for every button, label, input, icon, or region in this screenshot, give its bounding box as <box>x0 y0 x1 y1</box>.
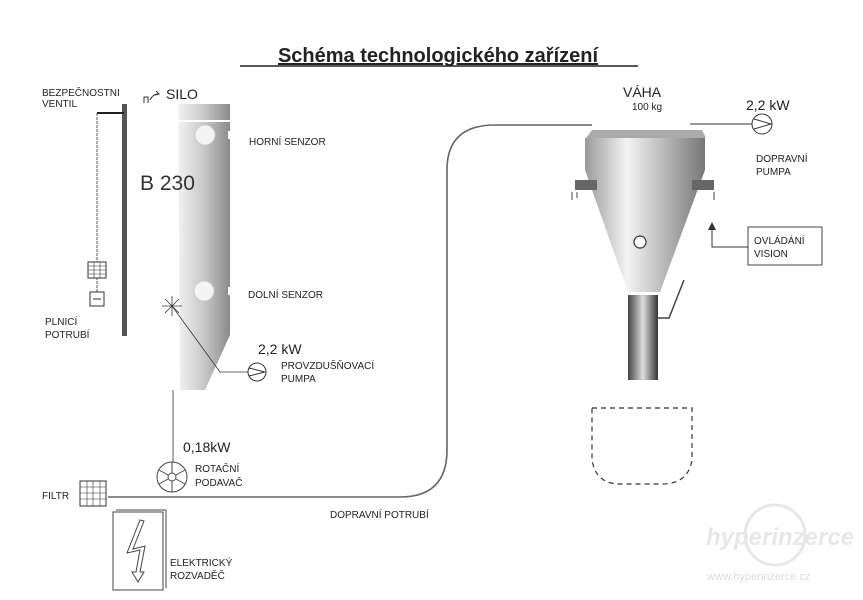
transport-pump-power: 2,2 kW <box>746 97 790 113</box>
control-box <box>747 226 823 266</box>
rotary-feeder-label-2: PODAVAČ <box>195 476 242 489</box>
fill-pipe-label-2: POTRUBÍ <box>45 328 90 341</box>
filter-icon <box>79 480 107 507</box>
rotary-feeder-power: 0,18kW <box>183 439 231 455</box>
svg-text:hyperinzerce: hyperinzerce <box>706 524 854 551</box>
fill-pipe-label-1: PLNICÍ <box>45 315 77 328</box>
aeration-pump-power: 2,2 kW <box>258 341 302 357</box>
aeration-pump-label-1: PROVZDUŠŇOVACÍ <box>281 359 374 372</box>
upper-sensor-icon <box>194 124 216 146</box>
lower-sensor-icon <box>193 280 215 302</box>
aeration-pump-label-2: PUMPA <box>281 374 316 385</box>
electrical-cabinet <box>112 509 167 591</box>
scale-hopper <box>571 130 715 380</box>
svg-text:www.hyperinzerce.cz: www.hyperinzerce.cz <box>706 571 810 583</box>
transport-pump-label-2: PUMPA <box>756 167 791 178</box>
conveying-pipe-label: DOPRAVNÍ POTRUBÍ <box>330 508 429 521</box>
scale-label: VÁHA <box>623 84 662 100</box>
lower-sensor-label: DOLNÍ SENZOR <box>248 288 323 301</box>
watermark-logo: hyperinzerce www.hyperinzerce.cz <box>706 503 854 583</box>
scale-capacity: 100 kg <box>632 102 662 113</box>
transport-pump-icon <box>751 113 773 135</box>
silo-label: SILO <box>166 86 198 102</box>
control-label-1: OVLÁDÁNÍ <box>754 234 805 247</box>
silo-model: B 230 <box>140 172 195 195</box>
safety-valve-label-1: BEZPEČNOSTNI <box>42 86 120 99</box>
aeration-pump-icon <box>247 362 267 382</box>
transport-pump-label-1: DOPRAVNÍ <box>756 152 808 165</box>
diagram-title: Schéma technologického zařízení <box>278 45 600 67</box>
rotary-feeder-label-1: ROTAČNÍ <box>195 462 239 475</box>
container-outline <box>591 407 693 485</box>
safety-valve-icon <box>143 90 160 103</box>
upper-sensor-label: HORNÍ SENZOR <box>249 135 326 148</box>
silo-b230 <box>178 104 230 390</box>
rotary-feeder-icon <box>156 461 188 493</box>
fill-pipe <box>122 104 127 336</box>
control-label-2: VISION <box>754 249 788 260</box>
conveying-pipe <box>108 124 592 498</box>
fill-filter-icon <box>87 261 107 307</box>
lightning-icon <box>126 519 146 583</box>
safety-valve-label-2: VENTIL <box>42 99 77 110</box>
filter-label: FILTR <box>42 491 69 502</box>
electrical-label-2: ROZVADĚČ <box>170 569 225 582</box>
electrical-label-1: ELEKTRICKÝ <box>170 556 233 569</box>
